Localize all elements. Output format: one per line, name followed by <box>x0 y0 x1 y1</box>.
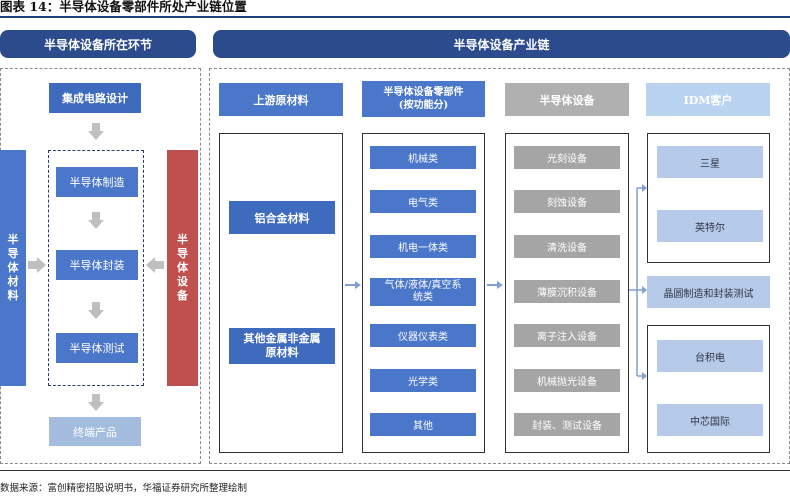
component-item: 电气类 <box>370 190 476 213</box>
component-item: 光学类 <box>370 369 476 392</box>
upstream-item: 其他金属非金属 原材料 <box>229 328 335 364</box>
equipment-item: 离子注入设备 <box>514 324 620 347</box>
arrow-down-icon <box>88 123 104 140</box>
arrow-right-icon <box>487 281 503 289</box>
process-step: 半导体测试 <box>56 333 138 363</box>
foundry-item: 中芯国际 <box>657 404 763 436</box>
arrow-down-icon <box>88 394 104 411</box>
materials-column: 半导体材料 <box>0 150 26 386</box>
title-rule <box>0 16 790 18</box>
component-item: 其他 <box>370 413 476 436</box>
equipment-item: 刻蚀设备 <box>514 190 620 213</box>
component-item: 机械类 <box>370 146 476 169</box>
arrow-down-icon <box>88 212 104 229</box>
arrow-right-icon <box>28 257 46 273</box>
bracket-connector <box>629 184 647 380</box>
figure-title: 图表 14：半导体设备零部件所处产业链位置 <box>0 0 247 14</box>
component-item: 气体/液体/真空系 统类 <box>370 278 476 306</box>
idm-item: 英特尔 <box>657 210 763 242</box>
end-product-box: 终端产品 <box>49 417 141 446</box>
idm-item: 三星 <box>657 146 763 178</box>
foundry-label: 晶圆制造和封装测试 <box>647 276 770 308</box>
arrow-left-icon <box>146 257 164 273</box>
ic-design-box: 集成电路设计 <box>49 83 141 113</box>
materials-column-label: 半导体材料 <box>7 233 19 302</box>
component-item: 仪器仪表类 <box>370 324 476 347</box>
process-step: 半导体封装 <box>56 250 138 280</box>
equipment-column: 半导体设备 <box>167 150 198 386</box>
right-section-header: 半导体设备产业链 <box>213 30 790 58</box>
upstream-header: 上游原材料 <box>219 83 343 116</box>
left-section-header: 半导体设备所在环节 <box>0 30 196 58</box>
equipment-header: 半导体设备 <box>505 83 629 116</box>
idm-header: IDM客户 <box>646 83 770 116</box>
equipment-item: 光刻设备 <box>514 146 620 169</box>
source-note: 数据来源：富创精密招股说明书，华福证券研究所整理绘制 <box>0 483 248 494</box>
arrow-right-icon <box>345 281 361 289</box>
foundry-item: 台积电 <box>657 340 763 372</box>
arrow-down-icon <box>88 302 104 319</box>
component-item: 机电一体类 <box>370 235 476 258</box>
bottom-rule <box>0 470 790 471</box>
upstream-item: 铝合金材料 <box>229 201 335 234</box>
equipment-column-label: 半导体设备 <box>177 233 188 302</box>
equipment-item: 清洗设备 <box>514 235 620 258</box>
equipment-item: 封装、测试设备 <box>514 413 620 436</box>
process-step: 半导体制造 <box>56 167 138 197</box>
equipment-item: 机械抛光设备 <box>514 369 620 392</box>
process-group <box>48 150 144 386</box>
equipment-item: 薄膜沉积设备 <box>514 280 620 303</box>
components-header: 半导体设备零部件 (按功能分) <box>362 81 485 117</box>
upstream-panel <box>219 133 343 453</box>
